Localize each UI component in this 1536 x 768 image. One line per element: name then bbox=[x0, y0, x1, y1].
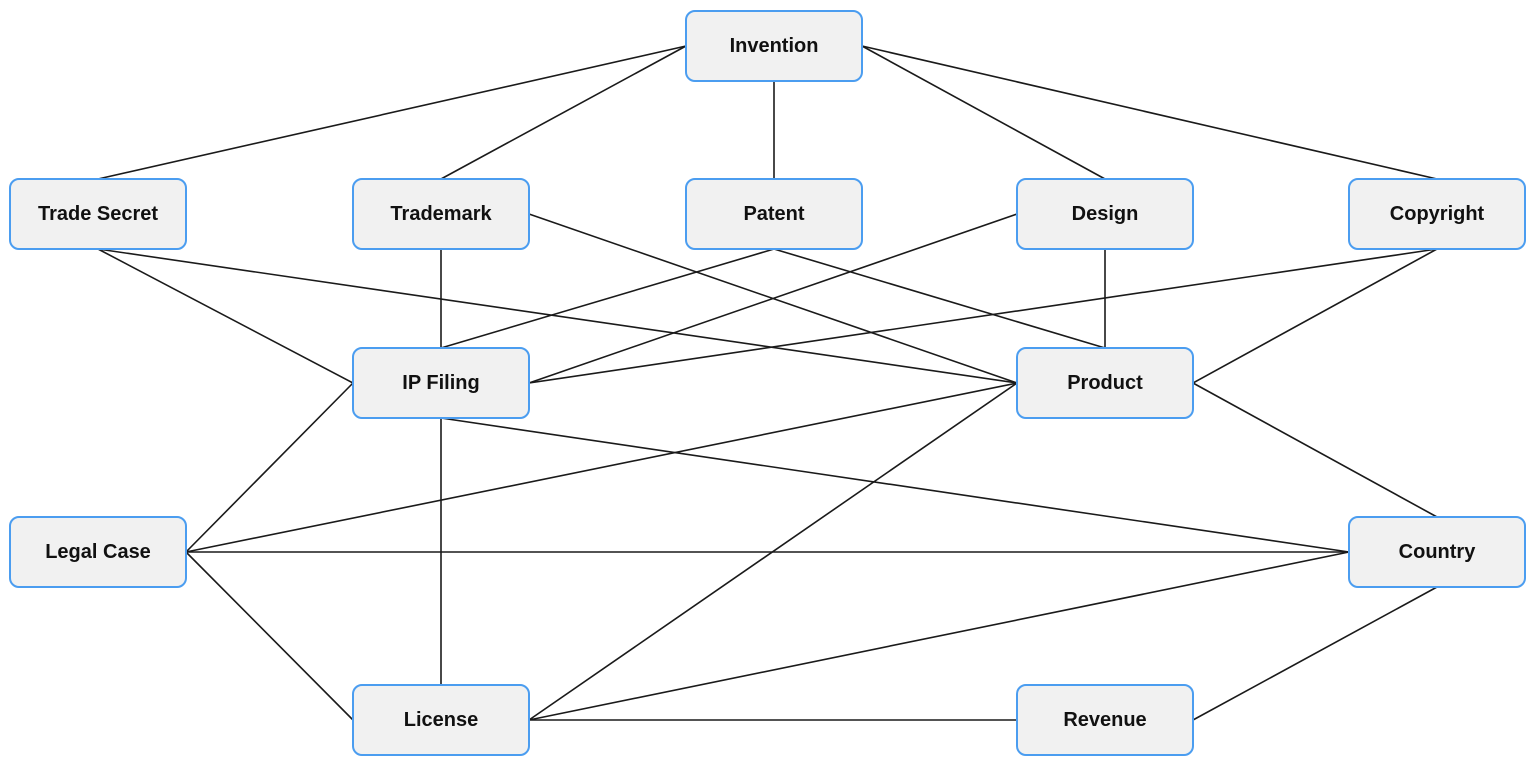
edge-copyright-to-ip-filing bbox=[528, 248, 1438, 384]
node-design: Design bbox=[1016, 178, 1194, 250]
edge-layer bbox=[97, 45, 1438, 721]
node-label: IP Filing bbox=[402, 372, 479, 394]
node-invention: Invention bbox=[685, 10, 863, 82]
node-label: License bbox=[404, 709, 478, 731]
edge-patent-to-ip-filing bbox=[440, 248, 775, 349]
edge-trade-secret-to-product bbox=[97, 248, 1018, 384]
edge-product-to-country bbox=[1192, 382, 1438, 518]
node-label: Trade Secret bbox=[38, 203, 158, 225]
node-label: Product bbox=[1067, 372, 1143, 394]
node-label: Trademark bbox=[390, 203, 492, 225]
edge-country-to-revenue bbox=[1192, 586, 1438, 721]
node-ip-filing: IP Filing bbox=[352, 347, 530, 419]
edge-design-to-ip-filing bbox=[528, 213, 1018, 384]
node-copyright: Copyright bbox=[1348, 178, 1526, 250]
node-product: Product bbox=[1016, 347, 1194, 419]
node-country: Country bbox=[1348, 516, 1526, 588]
node-license: License bbox=[352, 684, 530, 756]
edge-invention-to-design bbox=[861, 45, 1106, 180]
node-revenue: Revenue bbox=[1016, 684, 1194, 756]
edge-ip-filing-to-legal-case bbox=[185, 382, 354, 553]
node-trademark: Trademark bbox=[352, 178, 530, 250]
edge-license-to-country bbox=[528, 551, 1350, 721]
node-legal-case: Legal Case bbox=[9, 516, 187, 588]
node-label: Country bbox=[1399, 541, 1477, 563]
edge-invention-to-trademark bbox=[440, 45, 687, 180]
node-label: Patent bbox=[743, 203, 804, 225]
node-label: Revenue bbox=[1063, 709, 1146, 731]
edge-ip-filing-to-country bbox=[440, 417, 1350, 553]
node-label: Copyright bbox=[1390, 203, 1485, 225]
node-label: Design bbox=[1072, 203, 1139, 225]
edge-product-to-legal-case bbox=[185, 382, 1018, 553]
edge-trade-secret-to-ip-filing bbox=[97, 248, 354, 384]
edge-copyright-to-product bbox=[1192, 248, 1438, 384]
edge-patent-to-product bbox=[773, 248, 1106, 349]
edge-legal-case-to-license bbox=[185, 551, 354, 721]
edge-invention-to-trade-secret bbox=[97, 45, 687, 180]
edge-invention-to-copyright bbox=[861, 45, 1438, 180]
node-patent: Patent bbox=[685, 178, 863, 250]
node-trade-secret: Trade Secret bbox=[9, 178, 187, 250]
node-label: Legal Case bbox=[45, 541, 151, 563]
node-label: Invention bbox=[730, 35, 819, 57]
